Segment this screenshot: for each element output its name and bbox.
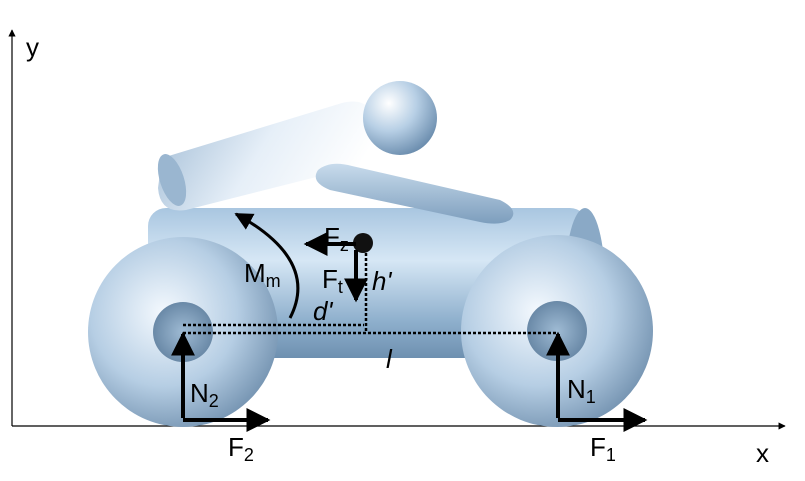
x-axis-label: x: [756, 438, 769, 468]
center-of-mass-point: [353, 233, 373, 253]
ft-label: Ft: [322, 264, 343, 298]
n1-label: N1: [567, 374, 596, 408]
d-prime-label: d': [313, 296, 333, 326]
f1-label: F1: [590, 432, 616, 466]
h-prime-label: h': [372, 266, 392, 296]
fz-label: Fz: [324, 222, 349, 256]
l-label: l: [386, 344, 392, 374]
n2-label: N2: [190, 378, 219, 412]
rider-arm: [315, 163, 514, 224]
rider-head: [363, 81, 437, 155]
front-wheel: [461, 235, 653, 427]
moment-arc: [234, 212, 300, 319]
y-axis-label: y: [26, 32, 39, 62]
f2-label: F2: [228, 432, 254, 466]
rider-torso: [157, 101, 379, 211]
mm-label: Mm: [244, 258, 281, 292]
